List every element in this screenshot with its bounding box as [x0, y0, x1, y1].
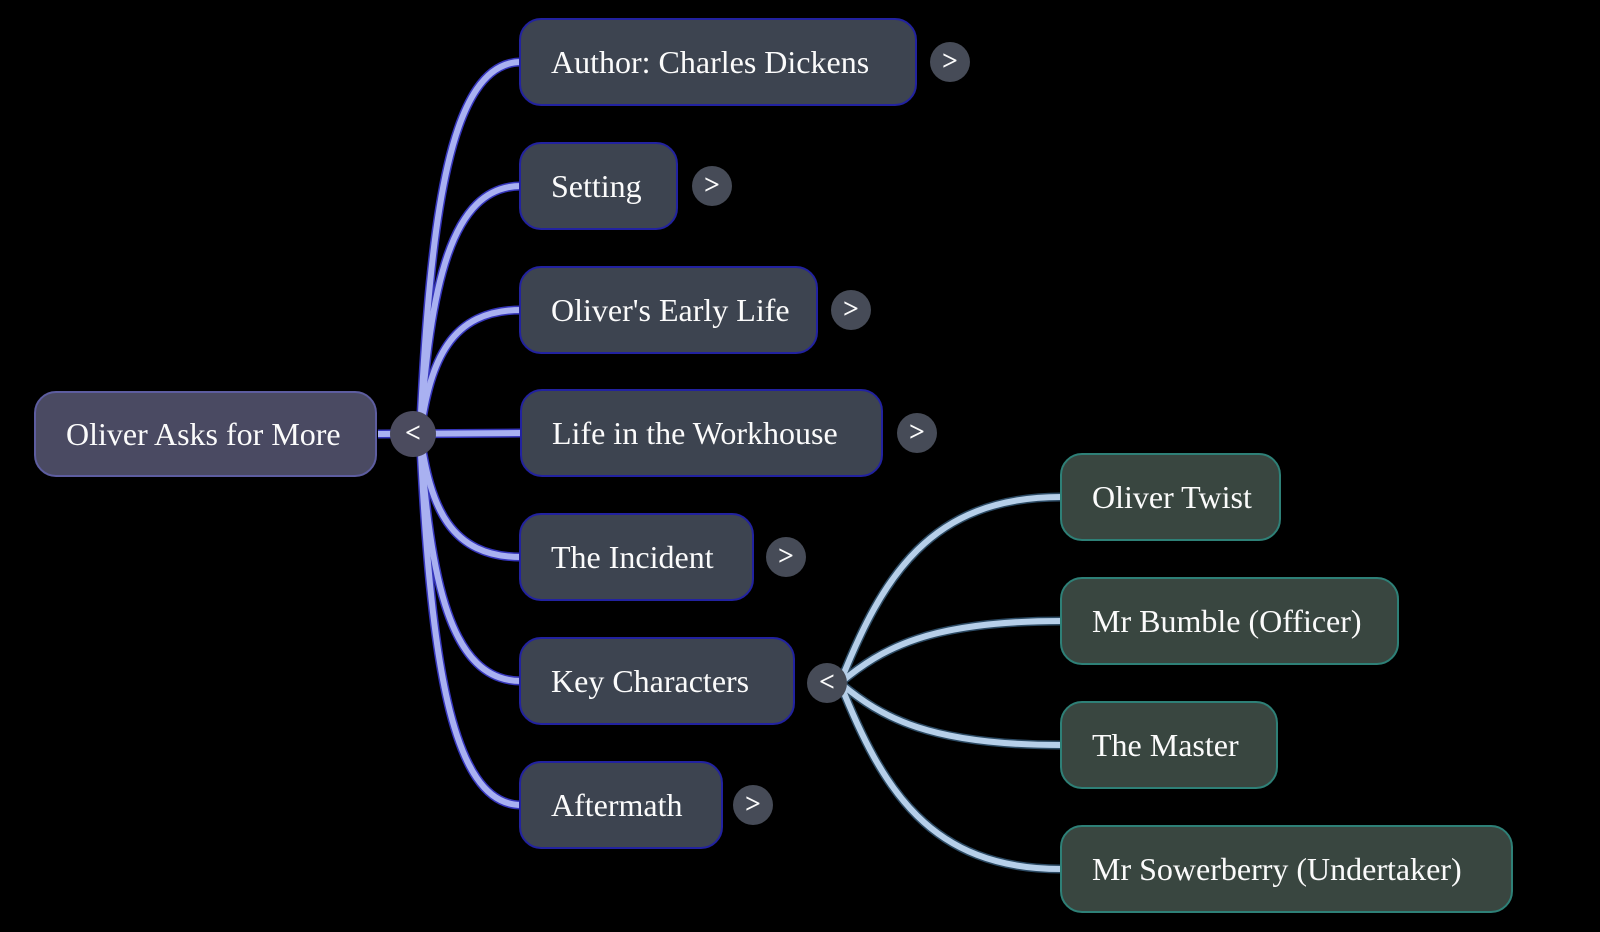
node-label: Key Characters [551, 662, 750, 699]
node-label: Mr Sowerberry (Undertaker) [1092, 850, 1462, 887]
node-label: Oliver Asks for More [66, 415, 341, 452]
chevron-right-icon: > [942, 46, 958, 77]
node-the-incident[interactable]: The Incident [519, 513, 754, 601]
node-key-characters[interactable]: Key Characters [519, 637, 795, 725]
node-label: The Master [1092, 726, 1239, 763]
node-life-in-the-workhouse[interactable]: Life in the Workhouse [520, 389, 883, 477]
chevron-right-icon: > [745, 789, 761, 820]
chevron-right-icon: > [909, 417, 925, 448]
node-label: Mr Bumble (Officer) [1092, 602, 1362, 639]
node-setting[interactable]: Setting [519, 142, 678, 230]
node-mr-bumble-officer[interactable]: Mr Bumble (Officer) [1060, 577, 1399, 665]
chevron-left-icon: < [819, 667, 835, 698]
node-aftermath[interactable]: Aftermath [519, 761, 723, 849]
node-label: The Incident [551, 538, 714, 575]
chevron-left-icon: < [405, 418, 421, 449]
node-label: Life in the Workhouse [552, 414, 838, 451]
node-label: Setting [551, 167, 642, 204]
expand-button-the-incident[interactable]: > [766, 537, 806, 577]
expand-button-aftermath[interactable]: > [733, 785, 773, 825]
expand-button-author[interactable]: > [930, 42, 970, 82]
node-root-oliver-asks-for-more[interactable]: Oliver Asks for More [34, 391, 377, 477]
node-label: Aftermath [551, 786, 683, 823]
key-characters-edges [835, 492, 1062, 874]
node-label: Author: Charles Dickens [551, 43, 870, 80]
collapse-button-key-characters[interactable]: < [807, 663, 847, 703]
node-label: Oliver's Early Life [551, 291, 790, 328]
chevron-right-icon: > [843, 294, 859, 325]
node-mr-sowerberry-undertaker[interactable]: Mr Sowerberry (Undertaker) [1060, 825, 1513, 913]
root-branch-edges [377, 57, 522, 810]
node-olivers-early-life[interactable]: Oliver's Early Life [519, 266, 818, 354]
expand-button-olivers-early-life[interactable]: > [831, 290, 871, 330]
node-the-master[interactable]: The Master [1060, 701, 1278, 789]
collapse-button-root[interactable]: < [390, 411, 436, 457]
expand-button-setting[interactable]: > [692, 166, 732, 206]
expand-button-life-in-the-workhouse[interactable]: > [897, 413, 937, 453]
node-oliver-twist[interactable]: Oliver Twist [1060, 453, 1281, 541]
node-author-charles-dickens[interactable]: Author: Charles Dickens [519, 18, 917, 106]
chevron-right-icon: > [704, 170, 720, 201]
node-label: Oliver Twist [1092, 478, 1252, 515]
chevron-right-icon: > [778, 541, 794, 572]
